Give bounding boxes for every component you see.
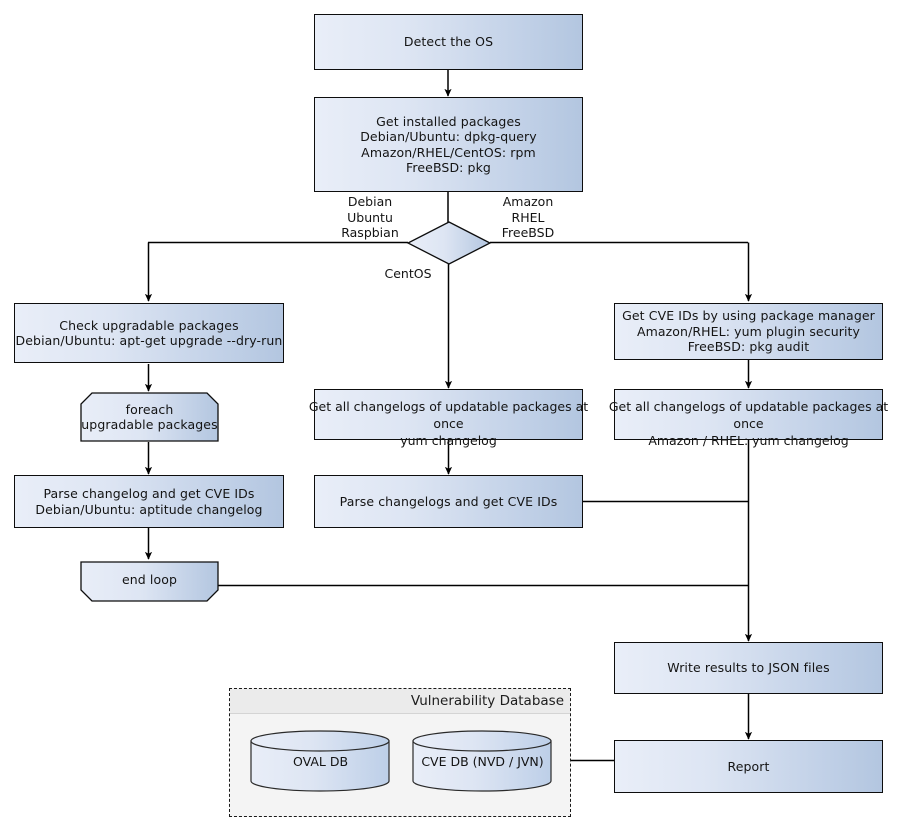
node-get-cve-ids-package-manager[interactable]: Get CVE IDs by using package manager Ama… bbox=[614, 303, 883, 360]
branch-label-debian: Debian Ubuntu Raspbian bbox=[341, 194, 399, 240]
node-parse-changelog-debian-label: Parse changelog and get CVE IDs Debian/U… bbox=[35, 486, 263, 517]
node-parse-changelogs-centos[interactable]: Parse changelogs and get CVE IDs bbox=[314, 475, 583, 528]
node-get-installed-packages-label: Get installed packages Debian/Ubuntu: dp… bbox=[360, 113, 537, 176]
vulnerability-database-title: Vulnerability Database bbox=[230, 689, 570, 714]
node-get-changelogs-centos[interactable] bbox=[314, 389, 583, 440]
branch-label-centos: CentOS bbox=[384, 266, 432, 281]
node-os-decision[interactable] bbox=[406, 220, 492, 266]
node-foreach-upgradable-packages[interactable]: foreach upgradable packages bbox=[80, 392, 219, 442]
node-end-loop-label: end loop bbox=[121, 571, 178, 587]
node-parse-changelog-debian[interactable]: Parse changelog and get CVE IDs Debian/U… bbox=[14, 475, 284, 528]
node-end-loop[interactable]: end loop bbox=[80, 561, 219, 602]
node-get-cve-ids-package-manager-label: Get CVE IDs by using package manager Ama… bbox=[622, 308, 875, 355]
node-get-changelogs-rhel[interactable] bbox=[614, 389, 883, 440]
node-check-upgradable-packages-label: Check upgradable packages Debian/Ubuntu:… bbox=[15, 317, 283, 349]
node-report[interactable]: Report bbox=[614, 740, 883, 793]
node-get-installed-packages[interactable]: Get installed packages Debian/Ubuntu: dp… bbox=[314, 97, 583, 192]
database-cve-db[interactable]: CVE DB (NVD / JVN) bbox=[412, 730, 553, 792]
branch-label-amazon: Amazon RHEL FreeBSD bbox=[501, 194, 555, 240]
node-detect-the-os[interactable]: Detect the OS bbox=[314, 14, 583, 70]
loop-end-shape bbox=[80, 561, 219, 602]
node-write-results-json[interactable]: Write results to JSON files bbox=[614, 642, 883, 694]
vulnerability-database-title-label: Vulnerability Database bbox=[410, 693, 564, 709]
node-parse-changelogs-centos-label: Parse changelogs and get CVE IDs bbox=[339, 493, 558, 509]
node-write-results-json-label: Write results to JSON files bbox=[667, 660, 830, 676]
node-check-upgradable-packages[interactable]: Check upgradable packages Debian/Ubuntu:… bbox=[14, 303, 284, 363]
loop-start-shape bbox=[80, 392, 219, 442]
database-oval-db[interactable]: OVAL DB bbox=[250, 730, 391, 792]
node-detect-the-os-label: Detect the OS bbox=[403, 34, 494, 50]
node-report-label: Report bbox=[727, 758, 770, 774]
node-foreach-upgradable-packages-label: foreach upgradable packages bbox=[81, 401, 218, 433]
